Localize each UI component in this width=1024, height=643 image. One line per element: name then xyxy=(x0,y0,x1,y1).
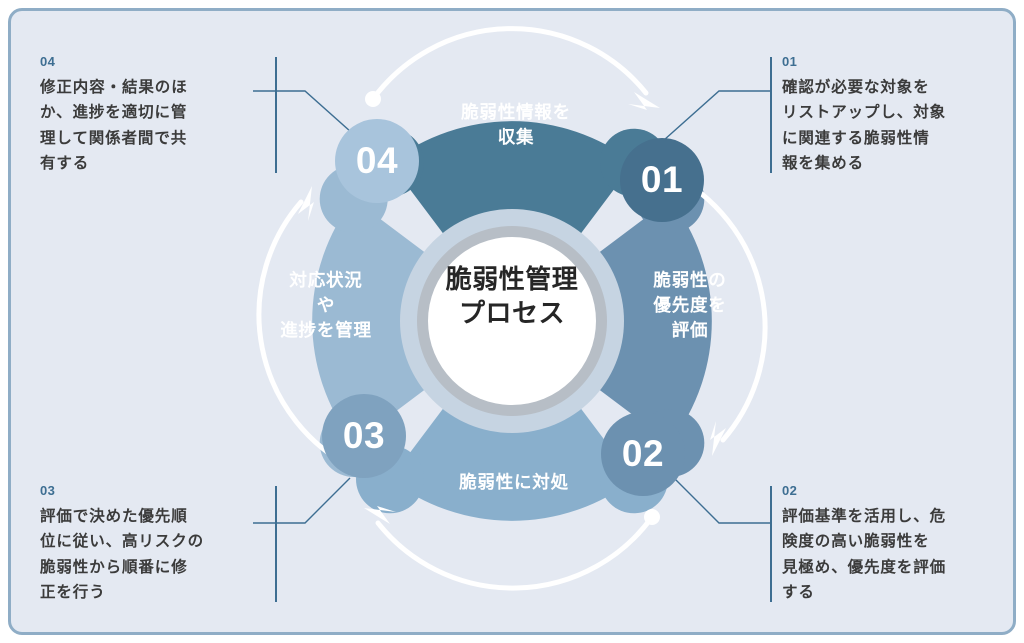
callout-01-line4: 報を集める xyxy=(782,154,865,172)
callout-03-line1: 評価で決めた優先順 xyxy=(40,508,188,526)
segment-label-03: 脆弱性に対処 xyxy=(404,470,624,495)
callout-04-number: 04 xyxy=(40,54,56,69)
hub-disc xyxy=(428,237,596,405)
segment-label-04: 対応状況 や 進捗を管理 xyxy=(258,268,394,343)
callout-01-line3: に関連する脆弱性情 xyxy=(782,129,930,147)
callout-02-line2: 険度の高い脆弱性を xyxy=(782,533,930,551)
segment-label-01-line1: 脆弱性情報を xyxy=(461,102,571,122)
callout-03: 03 評価で決めた優先順 位に従い、高リスクの 脆弱性から順番に修 正を行う xyxy=(40,483,277,605)
callout-02-rule xyxy=(770,486,772,602)
center-title: 脆弱性管理 プロセス xyxy=(432,262,592,331)
segment-label-02-line2: 優先度を xyxy=(653,294,727,315)
callout-04-rule xyxy=(275,57,277,173)
segment-label-02-line1: 脆弱性の xyxy=(653,270,727,290)
callout-03-line4: 正を行う xyxy=(40,583,106,601)
callout-04-line4: 有する xyxy=(40,154,90,172)
leader-line-03 xyxy=(253,477,351,524)
arrow-clockwise-bottom-icon xyxy=(364,506,660,591)
leader-line-02 xyxy=(673,477,771,524)
callout-01: 01 確認が必要な対象を リストアップし、対象 に関連する脆弱性情 報を集める xyxy=(770,54,1007,176)
callout-03-line2: 位に従い、高リスクの xyxy=(40,533,205,551)
arrow-clockwise-top-icon xyxy=(365,26,660,110)
segment-label-04-line1: 対応状況 xyxy=(289,270,363,290)
callout-03-number: 03 xyxy=(40,483,56,498)
callout-01-line1: 確認が必要な対象を xyxy=(782,79,930,97)
callout-04: 04 修正内容・結果のほ か、進捗を適切に管 理して関係者間で共 有する xyxy=(40,54,277,176)
leader-line-04 xyxy=(253,90,361,141)
callout-04-line3: 理して関係者間で共 xyxy=(40,129,188,147)
step-badge-04[interactable]: 04 xyxy=(335,119,419,203)
callout-02: 02 評価基準を活用し、危 険度の高い脆弱性を 見極め、優先度を評価 する xyxy=(770,483,1007,605)
callout-04-line2: か、進捗を適切に管 xyxy=(40,104,188,122)
step-badge-03[interactable]: 03 xyxy=(322,394,406,478)
callout-02-line1: 評価基準を活用し、危 xyxy=(782,508,947,526)
callout-01-rule xyxy=(770,57,772,173)
callout-02-line3: 見極め、優先度を評価 xyxy=(782,558,947,576)
segment-label-01: 脆弱性情報を 収集 xyxy=(416,100,616,150)
callout-01-number: 01 xyxy=(782,54,798,69)
segment-label-02: 脆弱性の 優先度を 評価 xyxy=(636,268,744,343)
step-badge-01[interactable]: 01 xyxy=(620,138,704,222)
segment-label-01-line2: 収集 xyxy=(497,126,535,147)
step-badge-02[interactable]: 02 xyxy=(601,412,685,496)
center-title-line1: 脆弱性管理 xyxy=(445,264,579,294)
segment-label-03-line1: 脆弱性に対処 xyxy=(459,472,569,492)
callout-03-text: 評価で決めた優先順 位に従い、高リスクの 脆弱性から順番に修 正を行う xyxy=(40,504,265,604)
leader-line-01 xyxy=(663,90,771,141)
callout-03-line3: 脆弱性から順番に修 xyxy=(40,558,188,576)
callout-04-text: 修正内容・結果のほ か、進捗を適切に管 理して関係者間で共 有する xyxy=(40,75,265,175)
callout-01-text: 確認が必要な対象を リストアップし、対象 に関連する脆弱性情 報を集める xyxy=(782,75,1007,175)
segment-label-02-line3: 評価 xyxy=(671,319,709,340)
callout-01-line2: リストアップし、対象 xyxy=(782,104,947,122)
callout-04-line1: 修正内容・結果のほ xyxy=(40,79,188,97)
center-title-line2: プロセス xyxy=(458,298,565,329)
callout-03-rule xyxy=(275,486,277,602)
callout-02-number: 02 xyxy=(782,483,798,498)
segment-label-04-line2: や xyxy=(316,294,336,315)
segment-label-04-line3: 進捗を管理 xyxy=(280,319,372,340)
callout-02-line4: する xyxy=(782,583,815,601)
callout-02-text: 評価基準を活用し、危 険度の高い脆弱性を 見極め、優先度を評価 する xyxy=(782,504,1007,604)
